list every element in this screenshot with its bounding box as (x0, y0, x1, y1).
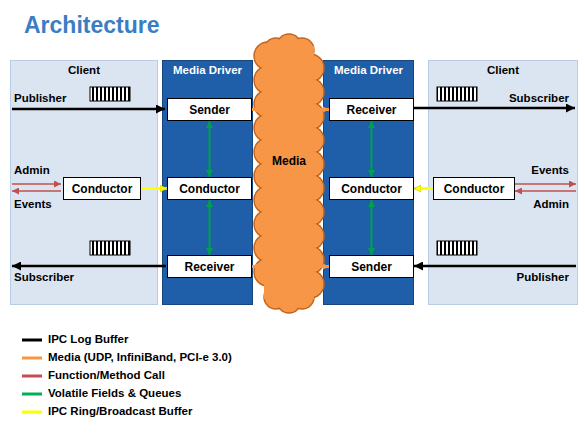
connector (312, 265, 329, 268)
driver-panel: Media DriverReceiverConductorSender (323, 60, 414, 305)
media-cloud: Media (266, 40, 312, 305)
component-box: Conductor (167, 177, 252, 200)
call-arrow (12, 190, 61, 192)
subscribe-arrow (413, 107, 575, 110)
node-label: Sender (189, 103, 230, 117)
diagram-title: Architecture (24, 12, 159, 39)
legend-sample (22, 411, 42, 414)
component-box: Conductor (329, 177, 414, 200)
component-box: Receiver (167, 255, 252, 278)
connector (209, 200, 211, 255)
client-panel: ClientConductor (428, 60, 578, 305)
publish-arrow (12, 108, 165, 111)
call-arrow (515, 183, 576, 185)
legend-text: Volatile Fields & Queues (48, 387, 181, 399)
legend-sample (22, 357, 42, 360)
log-buffer-symbol (437, 87, 477, 101)
log-buffer-symbol (90, 241, 130, 255)
connector (371, 121, 373, 177)
component-box: Receiver (329, 98, 414, 121)
connector (414, 187, 433, 190)
legend-sample (22, 339, 42, 342)
node-label: Media Driver (324, 64, 413, 76)
connector (371, 200, 373, 255)
component-box: Conductor (433, 177, 515, 200)
node-label: Receiver (346, 103, 396, 117)
connector (252, 108, 266, 111)
component-box: Sender (167, 98, 252, 121)
component-box: Conductor (63, 177, 141, 200)
publish-arrow (414, 265, 576, 268)
client-panel: ClientConductor (10, 60, 158, 305)
legend-text: IPC Log Buffer (48, 333, 129, 345)
node-label: Media (256, 154, 322, 168)
call-arrow (12, 183, 61, 185)
node-label: Conductor (444, 182, 505, 196)
driver-panel: Media DriverSenderConductorReceiver (162, 60, 253, 305)
node-label: Sender (351, 260, 392, 274)
node-label: Media Driver (163, 64, 252, 76)
legend-sample (22, 393, 42, 396)
node-label: Conductor (179, 182, 240, 196)
legend-text: Function/Method Call (48, 369, 165, 381)
legend-text: Media (UDP, InfiniBand, PCI-e 3.0) (48, 351, 232, 363)
log-buffer-symbol (437, 241, 477, 255)
node-label: Client (429, 64, 577, 76)
cloud-shape (266, 40, 312, 305)
component-box: Sender (329, 255, 414, 278)
node-label: Conductor (341, 182, 402, 196)
legend-sample (22, 375, 42, 378)
legend-text: IPC Ring/Broadcast Buffer (48, 405, 192, 417)
node-label: Conductor (72, 182, 133, 196)
connector (141, 187, 167, 190)
call-arrow (515, 190, 576, 192)
connector (312, 108, 329, 111)
log-buffer-symbol (90, 87, 130, 101)
connector (209, 121, 211, 177)
node-label: Receiver (184, 260, 234, 274)
connector (252, 265, 266, 268)
subscribe-arrow (12, 265, 166, 268)
node-label: Client (11, 64, 157, 76)
